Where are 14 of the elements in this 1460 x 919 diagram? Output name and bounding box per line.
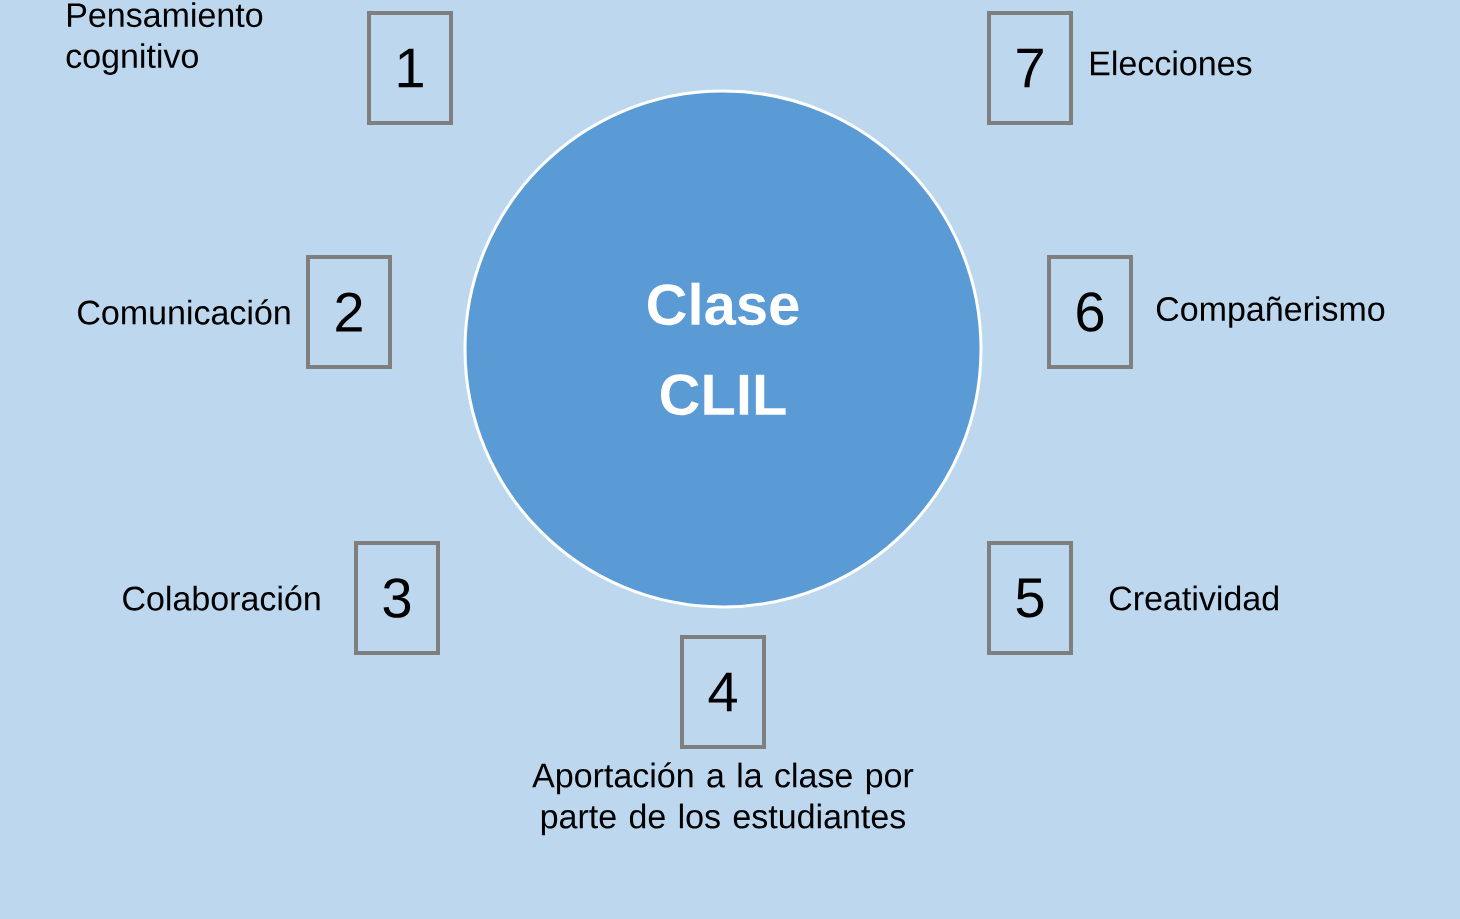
number-box: 7 (987, 11, 1073, 125)
caption-text: Elecciones (1091, 50, 1252, 76)
number-box: 1 (367, 11, 453, 125)
caption-text: Colaboración (123, 585, 320, 611)
number-box: 5 (987, 541, 1073, 655)
number-box: 4 (680, 635, 766, 749)
number-box: 6 (1047, 255, 1133, 369)
caption-text: Compañerismo (1156, 296, 1385, 328)
caption-text: Creatividad (1109, 585, 1278, 611)
number-box: 3 (354, 541, 440, 655)
caption-text: Aportación a la clase por parte de los estudiantes (532, 762, 914, 836)
number-box: 2 (306, 255, 392, 369)
caption-text: Comunicación (78, 299, 290, 325)
caption-text: Pensamiento cognitivo (66, 2, 263, 75)
